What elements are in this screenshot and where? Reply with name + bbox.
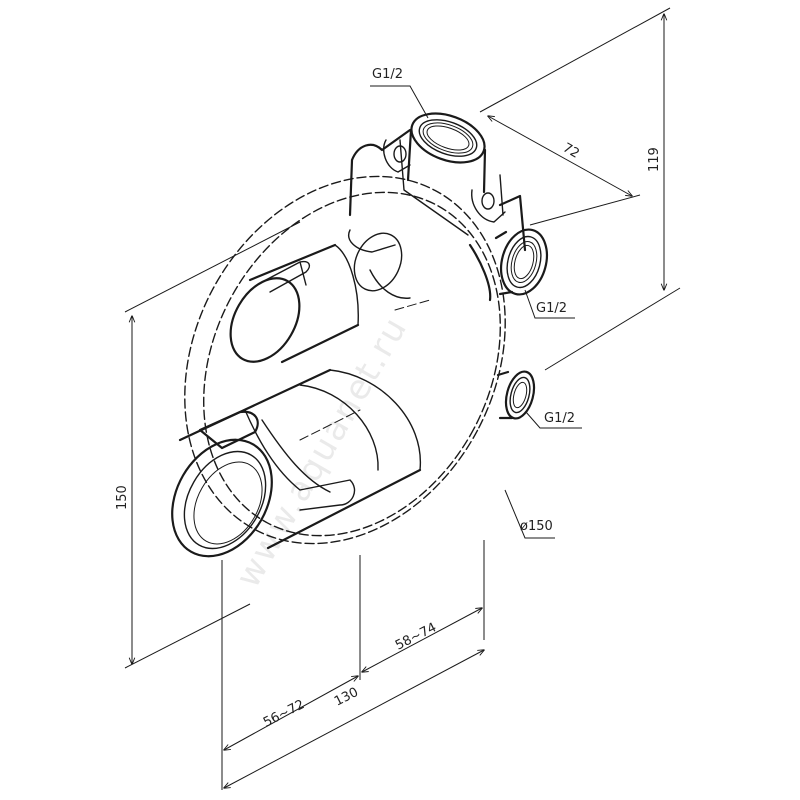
label-depth-72: 72 xyxy=(560,140,582,161)
dim-130-line xyxy=(224,650,484,788)
body-outline xyxy=(348,128,527,302)
label-height-150: 150 xyxy=(115,485,130,510)
label-adjust-rear: 58~74 xyxy=(393,620,439,653)
dim-119-ext-top xyxy=(479,7,671,113)
diverter-hub xyxy=(348,229,411,299)
label-flange-diameter: ø150 xyxy=(520,519,553,534)
side-outlet-upper xyxy=(494,228,549,296)
mixer-body xyxy=(171,112,549,558)
dim-72-ext xyxy=(529,194,641,226)
dim-150-ext-bottom xyxy=(124,603,251,669)
label-width-130: 130 xyxy=(332,685,361,710)
watermark-text: www.aquanet.ru xyxy=(228,309,416,594)
side-outlet-lower xyxy=(496,370,536,420)
dim-150-ext-top xyxy=(124,221,301,313)
hidden-edges xyxy=(299,299,431,441)
top-inlet-port xyxy=(406,112,487,194)
leader-outlet-lower xyxy=(525,411,582,429)
leader-flange xyxy=(504,489,555,539)
dim-119-ext-bottom xyxy=(544,287,681,371)
diverter-knob xyxy=(229,243,360,364)
flange-disc-inner xyxy=(203,191,501,537)
mounting-ear-left xyxy=(382,139,411,173)
thermostat-knob xyxy=(171,368,422,558)
label-outlet-upper: G1/2 xyxy=(536,301,567,316)
dim-72-line xyxy=(488,116,632,196)
leader-outlet-upper xyxy=(524,289,575,319)
dimension-graphics xyxy=(124,7,681,790)
label-adjust-front: 56~72 xyxy=(261,697,307,730)
label-inlet-top: G1/2 xyxy=(372,67,403,82)
leader-top-inlet xyxy=(370,85,429,119)
label-height-119: 119 xyxy=(647,147,662,172)
label-outlet-lower: G1/2 xyxy=(544,411,575,426)
